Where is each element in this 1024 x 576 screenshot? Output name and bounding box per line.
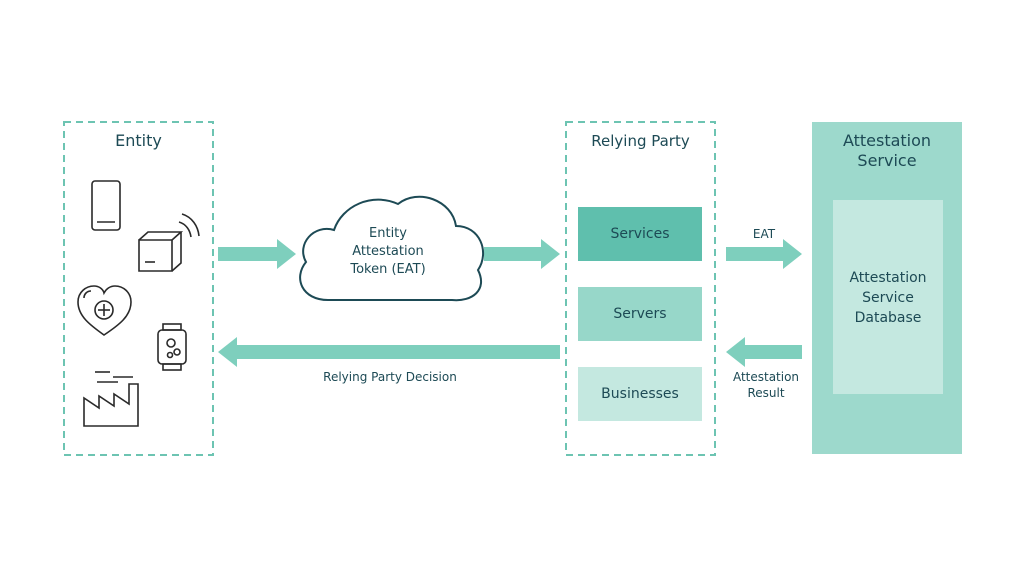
relying-party-box xyxy=(565,121,716,456)
cloud-line3: Token (EAT) xyxy=(350,262,426,277)
arrow-cloud-to-relying-party xyxy=(484,239,560,269)
cloud-line1: Entity xyxy=(369,226,407,241)
businesses-label: Businesses xyxy=(601,386,679,402)
smartwatch-icon xyxy=(157,323,187,371)
relying-party-decision-label: Relying Party Decision xyxy=(323,370,457,384)
services-box xyxy=(578,207,702,261)
database-line1: Attestation xyxy=(849,270,927,286)
cloud-line2: Attestation xyxy=(352,244,424,259)
entity-title: Entity xyxy=(115,131,162,150)
attestation-result-label: Attestation Result xyxy=(724,369,808,401)
attestation-service-title: Attestation Service xyxy=(812,131,962,171)
entity-box xyxy=(63,121,214,456)
attestation-database-label: Attestation Service Database xyxy=(833,268,943,328)
database-line3: Database xyxy=(854,310,922,326)
arrow-attestation-result xyxy=(726,337,802,367)
phone-icon xyxy=(91,180,121,231)
database-line2: Service xyxy=(862,290,914,306)
heart-health-icon xyxy=(77,285,132,336)
attestation-service-title-line2: Service xyxy=(857,151,917,170)
arrow-eat xyxy=(726,239,802,269)
arrow-relying-party-decision xyxy=(218,337,560,367)
servers-label: Servers xyxy=(613,306,667,322)
attestation-database-box xyxy=(833,200,943,394)
eat-arrow-label: EAT xyxy=(752,227,776,241)
servers-box xyxy=(578,287,702,341)
package-wireless-icon xyxy=(138,213,200,272)
cloud-shape xyxy=(299,195,484,302)
cloud-label: Entity Attestation Token (EAT) xyxy=(332,225,444,279)
arrow-entity-to-cloud xyxy=(218,239,296,269)
factory-icon xyxy=(83,371,139,427)
attestation-result-line1: Attestation xyxy=(732,370,800,384)
services-label: Services xyxy=(610,226,670,242)
attestation-result-line2: Result xyxy=(747,386,785,400)
businesses-box xyxy=(578,367,702,421)
attestation-service-title-line1: Attestation xyxy=(842,131,932,150)
relying-party-title: Relying Party xyxy=(591,132,690,150)
